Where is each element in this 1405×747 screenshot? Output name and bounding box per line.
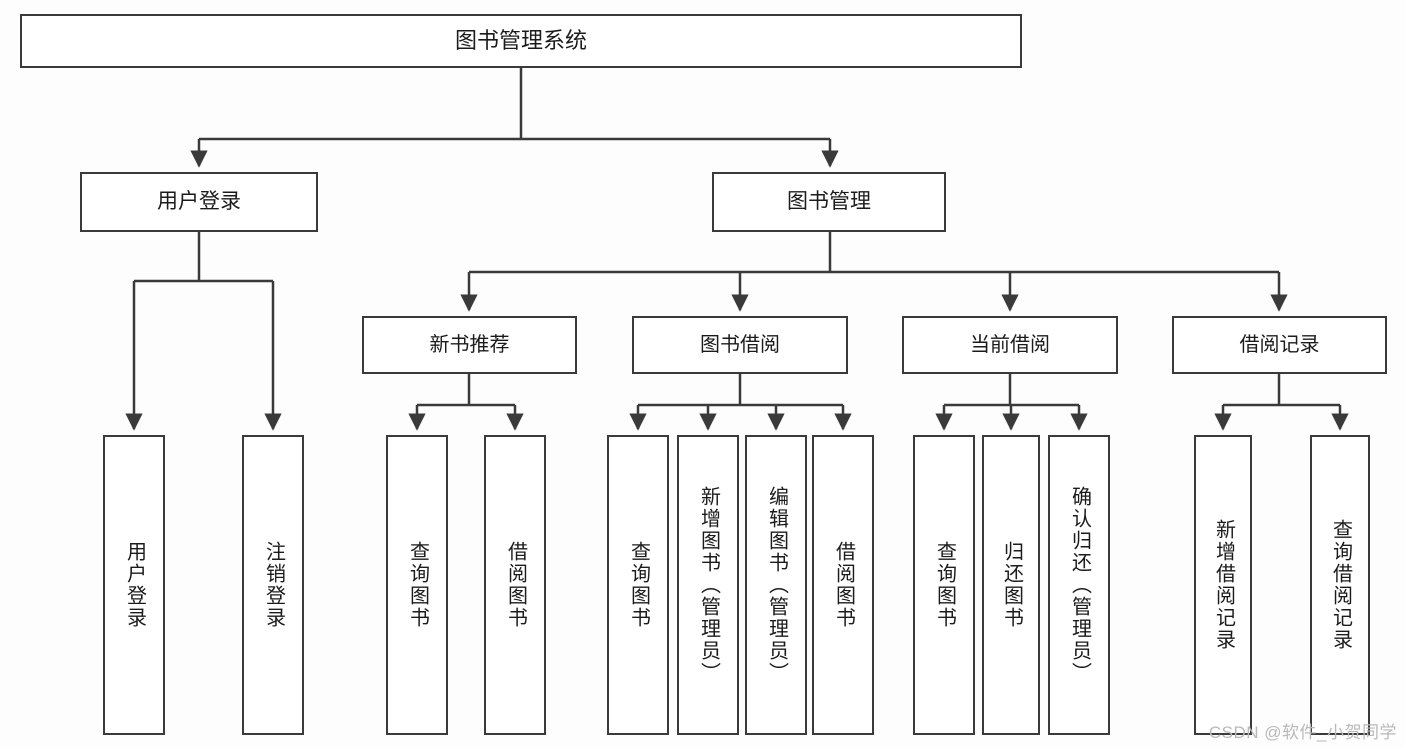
node-borrow-record[interactable]: 借阅记录 (1172, 316, 1387, 374)
csdn-watermark: CSDN @软件_小贺同学 (1208, 723, 1397, 742)
node-leaf-user-logout[interactable]: 注销登录 (242, 435, 304, 735)
node-leaf-query-book-1-label: 查询图书 (406, 541, 429, 629)
node-book-borrow-label: 图书借阅 (700, 333, 780, 356)
node-leaf-add-record[interactable]: 新增借阅记录 (1194, 435, 1252, 735)
node-book-borrow[interactable]: 图书借阅 (632, 316, 848, 374)
node-leaf-confirm-return[interactable]: 确认归还（管理员） (1048, 435, 1110, 735)
node-leaf-query-book-2-label: 查询图书 (627, 541, 650, 629)
node-leaf-user-login[interactable]: 用户登录 (103, 435, 165, 735)
node-leaf-borrow-book-2[interactable]: 借阅图书 (812, 435, 874, 735)
node-leaf-query-book-3[interactable]: 查询图书 (913, 435, 975, 735)
node-leaf-confirm-return-label: 确认归还（管理员） (1068, 486, 1091, 684)
node-book-manage[interactable]: 图书管理 (712, 172, 946, 232)
node-leaf-user-login-label: 用户登录 (123, 541, 146, 629)
node-leaf-return-book[interactable]: 归还图书 (982, 435, 1040, 735)
node-new-book-recommend-label: 新书推荐 (429, 333, 510, 356)
node-leaf-query-record-label: 查询借阅记录 (1329, 519, 1352, 651)
node-leaf-borrow-book-1-label: 借阅图书 (504, 541, 527, 629)
node-leaf-edit-book-label: 编辑图书（管理员） (765, 486, 788, 684)
node-leaf-add-record-label: 新增借阅记录 (1212, 519, 1235, 651)
node-leaf-borrow-book-1[interactable]: 借阅图书 (484, 435, 546, 735)
node-root[interactable]: 图书管理系统 (20, 14, 1022, 68)
node-leaf-borrow-book-2-label: 借阅图书 (832, 541, 855, 629)
node-leaf-user-logout-label: 注销登录 (262, 541, 285, 629)
node-leaf-edit-book[interactable]: 编辑图书（管理员） (745, 435, 807, 735)
node-leaf-add-book[interactable]: 新增图书（管理员） (677, 435, 739, 735)
node-user-login[interactable]: 用户登录 (80, 172, 318, 232)
node-leaf-return-book-label: 归还图书 (1000, 541, 1023, 629)
node-book-manage-label: 图书管理 (787, 189, 871, 213)
node-new-book-recommend[interactable]: 新书推荐 (362, 316, 577, 374)
node-current-borrow[interactable]: 当前借阅 (902, 316, 1118, 374)
node-leaf-query-record[interactable]: 查询借阅记录 (1310, 435, 1370, 735)
node-leaf-add-book-label: 新增图书（管理员） (697, 486, 720, 684)
node-borrow-record-label: 借阅记录 (1239, 333, 1320, 356)
node-user-login-label: 用户登录 (157, 189, 241, 213)
node-leaf-query-book-1[interactable]: 查询图书 (386, 435, 448, 735)
node-root-label: 图书管理系统 (454, 28, 587, 54)
node-leaf-query-book-3-label: 查询图书 (933, 541, 956, 629)
node-current-borrow-label: 当前借阅 (970, 333, 1050, 356)
node-leaf-query-book-2[interactable]: 查询图书 (607, 435, 669, 735)
